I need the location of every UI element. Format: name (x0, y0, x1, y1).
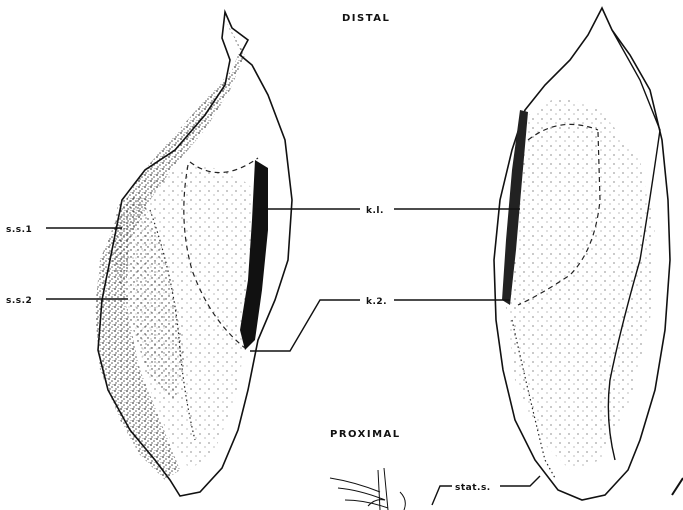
leader-stat-left (432, 486, 452, 505)
label-ss2: s.s.2 (6, 296, 32, 306)
statocyst-nerve-fragment (330, 468, 683, 510)
leader-stat-right (500, 476, 540, 486)
label-k2: k.2. (366, 297, 387, 307)
label-stat: stat.s. (455, 483, 491, 493)
label-ss1: s.s.1 (6, 225, 32, 235)
label-proximal: PROXIMAL (330, 429, 401, 440)
left-statolith (95, 12, 292, 496)
right-statolith (494, 8, 670, 500)
label-distal: DISTAL (342, 13, 390, 24)
label-k1: k.l. (366, 206, 384, 216)
